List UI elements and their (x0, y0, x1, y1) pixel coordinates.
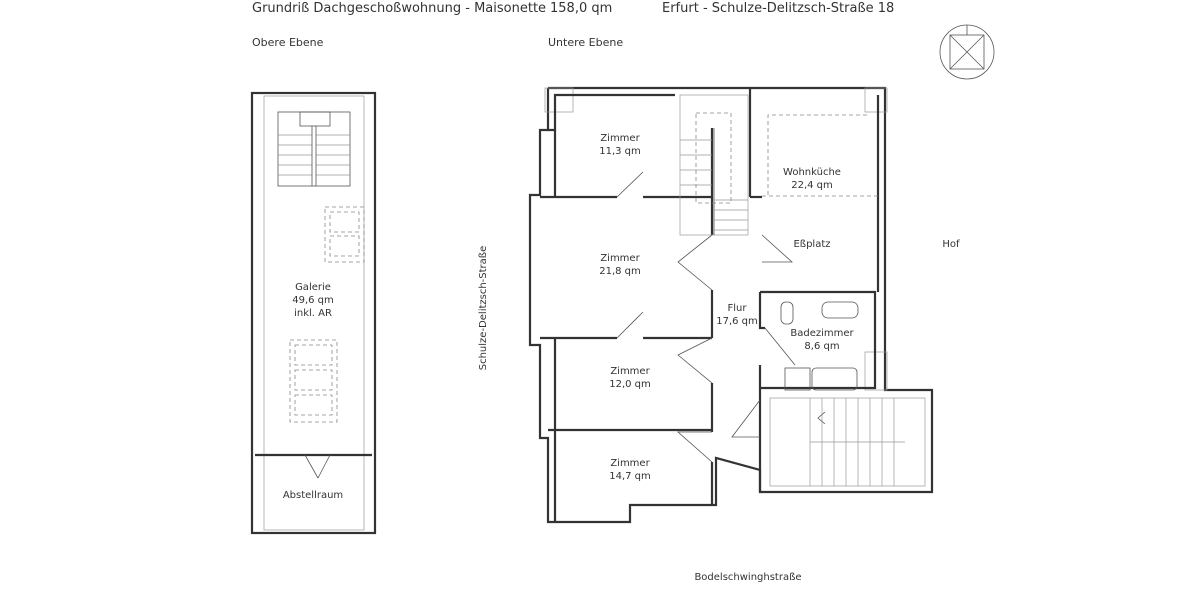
room-zimmer2-area: 21,8 qm (599, 266, 641, 277)
room-galerie-name: Galerie (295, 282, 331, 293)
room-abstellraum-name: Abstellraum (283, 490, 343, 501)
room-essplatz-name: Eßplatz (793, 239, 830, 250)
room-galerie-area: 49,6 qm (292, 295, 334, 306)
room-zimmer4-name: Zimmer (610, 458, 650, 469)
room-zimmer4-area: 14,7 qm (609, 471, 651, 482)
room-zimmer3-name: Zimmer (610, 366, 650, 377)
street-west-label: Schulze-Delitzsch-Straße (478, 246, 489, 371)
lower-level-plan: Zimmer 11,3 qm Zimmer 21,8 qm Zimmer 12,… (528, 86, 934, 524)
room-zimmer1-name: Zimmer (600, 133, 640, 144)
upper-level-label: Obere Ebene (252, 36, 324, 49)
courtyard-label: Hof (942, 239, 960, 250)
room-zimmer3-area: 12,0 qm (609, 379, 651, 390)
address: Erfurt - Schulze-Delitzsch-Straße 18 (662, 1, 894, 16)
north-arrow-icon (939, 24, 995, 80)
room-zimmer2-name: Zimmer (600, 253, 640, 264)
room-flur-area: 17,6 qm (716, 316, 758, 327)
room-bad-name: Badezimmer (790, 328, 854, 339)
total-area: 158,0 qm (550, 1, 612, 16)
lower-level-label: Untere Ebene (548, 36, 623, 49)
room-wohnkueche-area: 22,4 qm (791, 180, 833, 191)
street-south-label: Bodelschwinghstraße (694, 572, 801, 583)
room-flur-name: Flur (728, 303, 748, 314)
room-zimmer1-area: 11,3 qm (599, 146, 641, 157)
plan-title: Grundriß Dachgeschoßwohnung - Maisonette (252, 1, 546, 16)
upper-level-plan: Galerie 49,6 qm inkl. AR Abstellraum (250, 91, 377, 535)
room-bad-area: 8,6 qm (804, 341, 839, 352)
room-wohnkueche-name: Wohnküche (783, 167, 841, 178)
room-galerie-note: inkl. AR (294, 308, 332, 319)
